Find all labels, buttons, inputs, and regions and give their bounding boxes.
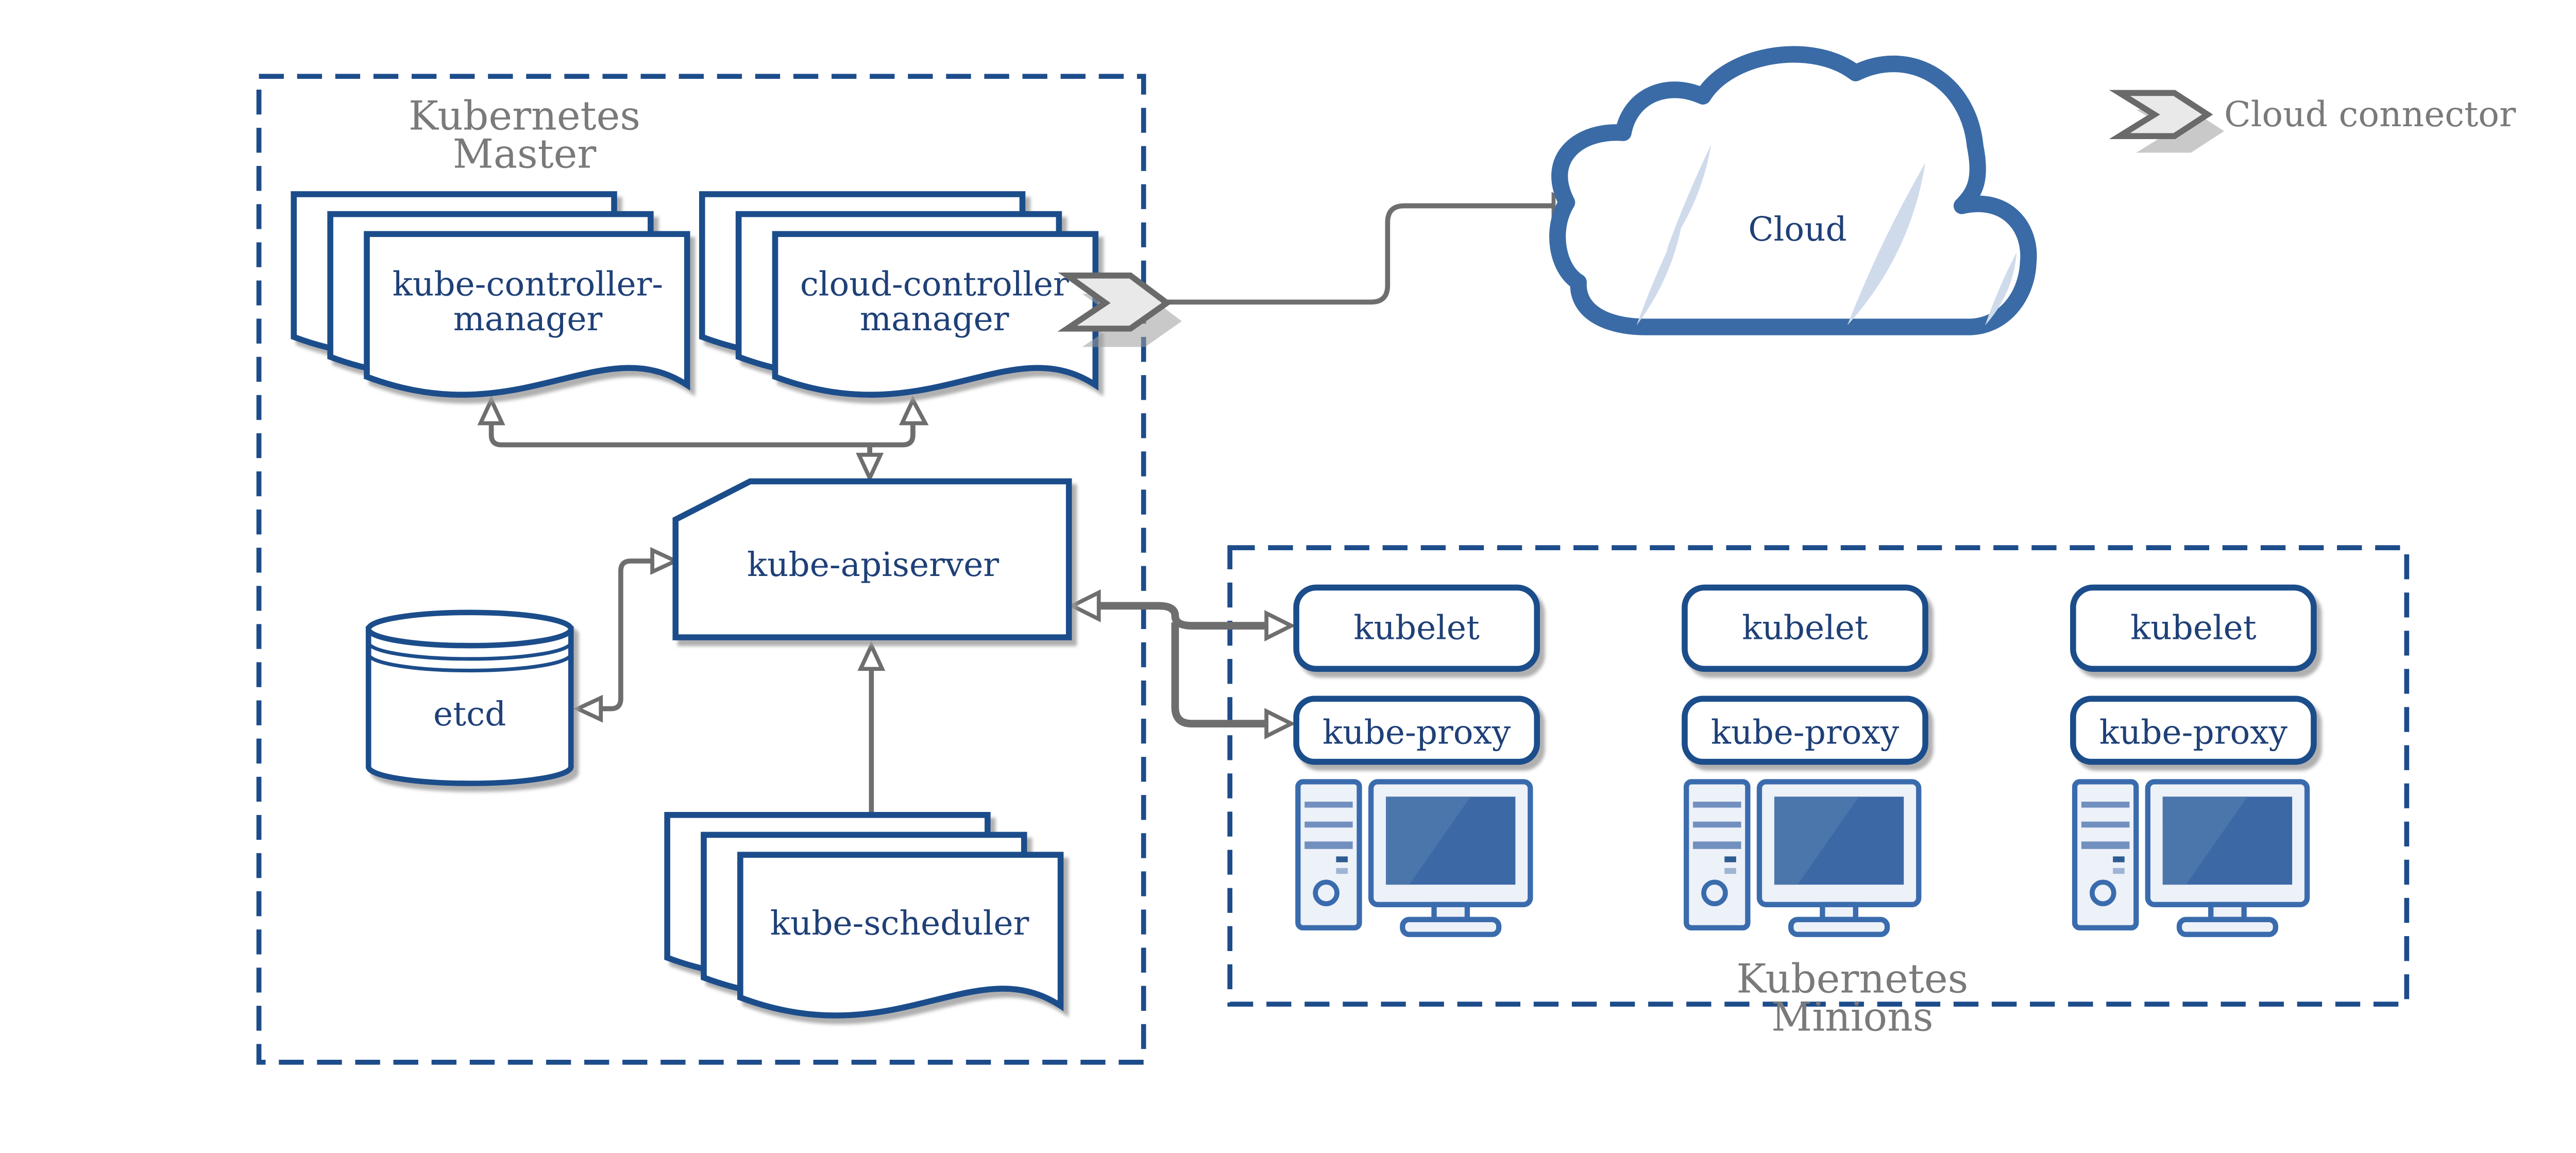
node-cloud: Cloud: [1549, 46, 2037, 335]
cloud-controller-manager-label-line2: manager: [860, 300, 1009, 338]
minions-label-line2: Minions: [1771, 994, 1933, 1041]
chevron-arrow-icon: [1057, 272, 1172, 332]
connector-controllers-apiserver: [477, 395, 929, 483]
legend-cloud-connector: Cloud connector: [2109, 90, 2516, 153]
computer-tower-icon: [1684, 779, 1751, 931]
kubelet-label: kubelet: [2130, 608, 2257, 647]
minion-node-column-2: kubelet kube-proxy: [1682, 584, 1928, 937]
document-page-front: [737, 852, 1064, 1019]
connector-apiserver-etcd: [572, 547, 681, 723]
connector-cloudcontroller-cloud: [1166, 192, 1582, 305]
kubelet-label: kubelet: [1742, 608, 1868, 647]
arrowhead-right-kubelet: [1264, 610, 1296, 641]
computer-monitor-icon: [1368, 779, 1533, 937]
node-kube-controller-manager: kube-controller- manager: [291, 191, 690, 398]
connector-apiserver-minions: [1067, 589, 1296, 740]
etcd-cylinder-top: [365, 609, 574, 649]
cloud-highlight-3: [1847, 162, 1926, 326]
kube-proxy-label: kube-proxy: [2099, 713, 2288, 752]
kube-proxy-box: [1682, 696, 1928, 765]
computer-icon: [2072, 779, 2310, 937]
node-cloud-controller-manager: cloud-controller manager: [699, 191, 1099, 398]
kube-proxy-box: [2070, 696, 2317, 765]
arrowhead-up-cloud-controller-manager: [899, 395, 929, 426]
minion-node-column-1: kubelet kube-proxy: [1293, 584, 1540, 937]
cloud-controller-manager-label-line1: cloud-controller: [800, 265, 1069, 303]
apiserver-card-shape: [672, 478, 1072, 640]
kube-controller-manager-label-line2: manager: [453, 300, 603, 338]
computer-icon: [1684, 779, 1922, 937]
node-kube-scheduler: kube-scheduler: [664, 812, 1064, 1019]
cloud-shape: [1549, 46, 2037, 335]
legend-chevron-icon: [2109, 90, 2213, 139]
computer-tower-icon: [1295, 779, 1362, 931]
document-page-front: [772, 231, 1099, 398]
cloud-highlight-2: [1636, 217, 1683, 326]
arrowhead-left-etcd: [572, 694, 603, 723]
kubelet-label: kubelet: [1353, 608, 1480, 647]
kubelet-box: [1682, 584, 1928, 672]
computer-monitor-icon: [1756, 779, 1922, 937]
kube-apiserver-label: kube-apiserver: [747, 546, 999, 584]
arrowhead-up-apiserver-bottom: [857, 641, 886, 671]
arrowhead-left-apiserver-right: [1067, 589, 1101, 622]
cloud-connector-chevron: [1057, 272, 1182, 347]
node-etcd: etcd: [365, 609, 574, 786]
diagram-canvas: Kubernetes Master Kubernetes Minions kub: [256, 46, 2517, 1065]
kubernetes-architecture-diagram: Kubernetes Master Kubernetes Minions kub: [256, 46, 2516, 1065]
kube-controller-manager-label-line1: kube-controller-: [393, 265, 663, 303]
computer-monitor-icon: [2145, 779, 2310, 937]
etcd-label: etcd: [433, 695, 506, 734]
etcd-rim-1: [366, 642, 573, 661]
master-cluster-border: [256, 74, 1146, 1065]
node-kube-apiserver: kube-apiserver: [672, 478, 1072, 640]
kube-scheduler-label: kube-scheduler: [770, 904, 1029, 943]
master-label-line1: Kubernetes: [409, 93, 640, 139]
kube-proxy-label: kube-proxy: [1323, 713, 1511, 752]
minion-node-column-3: kubelet kube-proxy: [2070, 584, 2317, 937]
document-page-front: [364, 231, 690, 398]
arrowhead-right-apiserver-left: [650, 547, 681, 575]
arrowhead-up-kube-controller-manager: [477, 395, 505, 426]
kubelet-box: [2070, 584, 2317, 672]
cloud-highlight-4: [1985, 252, 2017, 326]
cloud-label: Cloud: [1748, 210, 1846, 249]
minions-label-line1: Kubernetes: [1736, 956, 1968, 1003]
arrowhead-right-kube-proxy: [1264, 708, 1296, 740]
minions-cluster-border: [1227, 545, 2410, 1007]
kube-proxy-label: kube-proxy: [1711, 713, 1900, 752]
kubelet-box: [1293, 584, 1540, 672]
legend-label: Cloud connector: [2224, 94, 2516, 134]
arrowhead-down-apiserver-top: [856, 452, 884, 483]
cloud-highlight-1: [1666, 144, 1711, 251]
master-label-line2: Master: [453, 131, 597, 177]
computer-tower-icon: [2072, 779, 2139, 931]
kube-proxy-box: [1293, 696, 1540, 765]
etcd-rim-2: [366, 653, 573, 673]
computer-icon: [1295, 779, 1533, 937]
